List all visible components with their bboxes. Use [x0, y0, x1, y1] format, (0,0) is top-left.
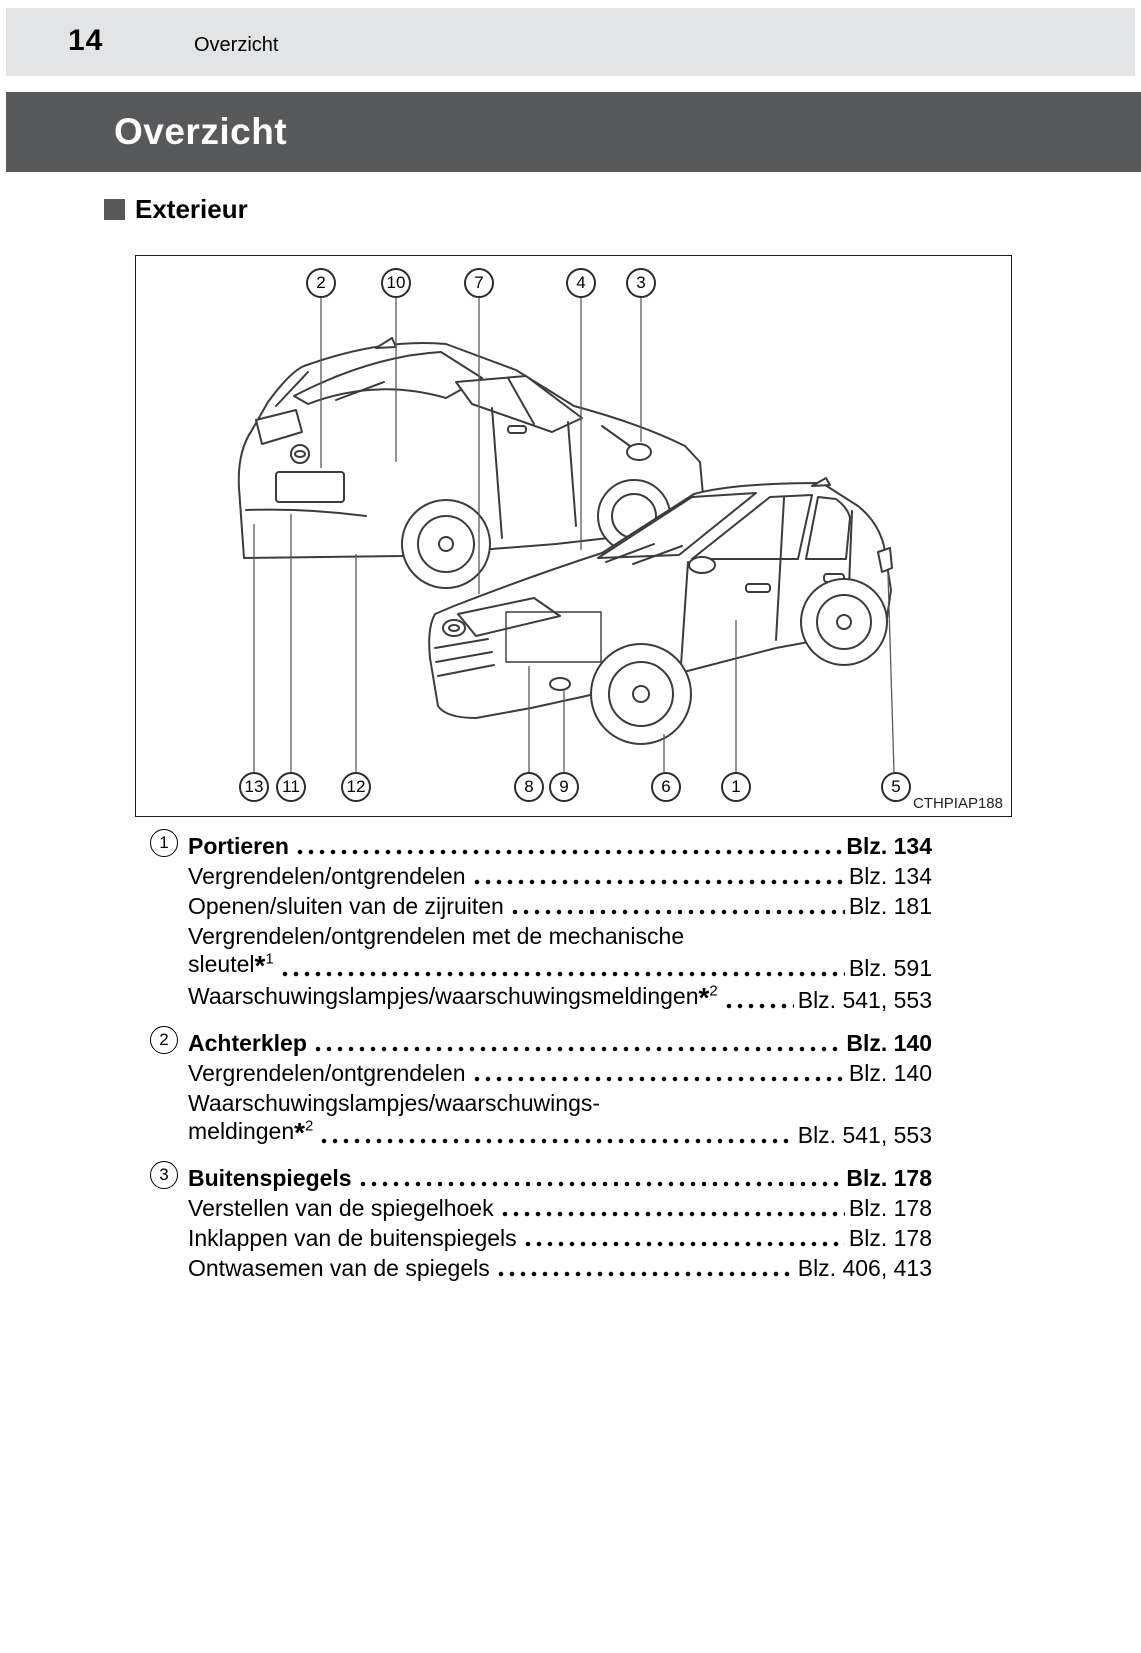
dot-leader: [321, 1138, 794, 1144]
callout-badge-8: 8: [514, 772, 544, 802]
dot-leader: [314, 1046, 843, 1052]
toc-heading-row: 1 Portieren Blz. 134: [150, 826, 932, 860]
entry-text-wrap: Waarschuwingslampjes/waarschuwingsmeldin…: [188, 982, 718, 1014]
entry-text: Openen/sluiten van de zijruiten: [188, 893, 504, 919]
callout-badge-7: 7: [464, 268, 494, 298]
section-heading: Exterieur: [104, 194, 248, 225]
entry-text: meldingen: [188, 1118, 295, 1144]
entry-text: Vergrendelen/ontgrendelen met de mechani…: [188, 923, 685, 949]
entry-page-ref: Blz. 591: [848, 955, 932, 981]
toc-heading-row: 3 Buitenspiegels Blz. 178: [150, 1158, 932, 1192]
entry-text-wrap: sleutel*1: [188, 950, 274, 982]
toc-list: 1 Portieren Blz. 134 Vergrendelen/ontgre…: [150, 826, 932, 1282]
rear-car-drawing: [237, 337, 705, 589]
toc-entry-row: Ontwasemen van de spiegels Blz. 406, 413: [150, 1252, 932, 1282]
toc-entry-row: Verstellen van de spiegelhoek Blz. 178: [150, 1192, 932, 1222]
item-title: Portieren: [188, 833, 289, 859]
callout-badge-1: 1: [721, 772, 751, 802]
callout-badge-5: 5: [881, 772, 911, 802]
section-square-icon: [104, 199, 125, 220]
dot-leader: [359, 1181, 843, 1187]
entry-page-ref: Blz. 541, 553: [797, 987, 932, 1013]
page-number: 14: [68, 24, 104, 57]
entry-text: Verstellen van de spiegelhoek: [188, 1195, 494, 1221]
toc-item-achterklep: 2 Achterklep Blz. 140 Vergrendelen/ontgr…: [150, 1023, 932, 1149]
footnote-asterisk: *: [254, 950, 266, 981]
toc-entry-row: Vergrendelen/ontgrendelen Blz. 140: [150, 1057, 932, 1087]
chapter-title-bar: Overzicht: [6, 92, 1141, 172]
entry-text: Inklappen van de buitenspiegels: [188, 1225, 517, 1251]
item-page-ref: Blz. 134: [846, 833, 932, 859]
item-title: Buitenspiegels: [188, 1165, 352, 1191]
toc-entry-row: Vergrendelen/ontgrendelen Blz. 134: [150, 860, 932, 890]
entry-page-ref: Blz. 134: [848, 863, 932, 889]
toc-item-portieren: 1 Portieren Blz. 134 Vergrendelen/ontgre…: [150, 826, 932, 1014]
item-page-ref: Blz. 178: [846, 1165, 932, 1191]
footnote-number: 2: [709, 982, 718, 1000]
entry-page-ref: Blz. 178: [848, 1225, 932, 1251]
callout-badge-11: 11: [276, 772, 306, 802]
item-title: Achterklep: [188, 1030, 307, 1056]
toc-entry-row: Openen/sluiten van de zijruiten Blz. 181: [150, 890, 932, 920]
dot-leader: [473, 879, 845, 885]
toc-entry-row: meldingen*2 Blz. 541, 553: [150, 1117, 932, 1149]
toc-entry-row: Inklappen van de buitenspiegels Blz. 178: [150, 1222, 932, 1252]
running-header: Overzicht: [194, 34, 279, 56]
chapter-title: Overzicht: [114, 111, 288, 152]
item-number-badge: 2: [150, 1026, 178, 1054]
toc-heading-row: 2 Achterklep Blz. 140: [150, 1023, 932, 1057]
toc-entry-row: sleutel*1 Blz. 591: [150, 950, 932, 982]
dot-leader: [497, 1271, 794, 1277]
dot-leader: [725, 1003, 794, 1009]
callout-badge-9: 9: [549, 772, 579, 802]
entry-text: Ontwasemen van de spiegels: [188, 1255, 490, 1281]
entry-text: Vergrendelen/ontgrendelen: [188, 863, 466, 889]
dot-leader: [524, 1241, 845, 1247]
car-line-art: [237, 298, 895, 773]
item-number-badge: 3: [150, 1161, 178, 1189]
exterior-figure: 2 10 7 4 3 13 11 12 8 9 6 1 5 CTHPIAP188: [135, 255, 1012, 817]
callout-badge-3: 3: [626, 268, 656, 298]
figure-code: CTHPIAP188: [912, 795, 1003, 812]
callout-badge-4: 4: [566, 268, 596, 298]
entry-text: Waarschuwingslampjes/waarschuwings-: [188, 1090, 601, 1116]
footnote-asterisk: *: [698, 982, 710, 1013]
toc-item-buitenspiegels: 3 Buitenspiegels Blz. 178 Verstellen van…: [150, 1158, 932, 1282]
callout-badge-6: 6: [651, 772, 681, 802]
callout-badge-13: 13: [239, 772, 269, 802]
footnote-number: 2: [305, 1117, 314, 1135]
dot-leader: [501, 1211, 845, 1217]
dot-leader: [296, 849, 843, 855]
callout-badge-2: 2: [306, 268, 336, 298]
dot-leader: [511, 909, 845, 915]
entry-page-ref: Blz. 406, 413: [797, 1255, 932, 1281]
item-number-badge: 1: [150, 829, 178, 857]
entry-text: sleutel: [188, 951, 255, 977]
dot-leader: [281, 971, 845, 977]
entry-page-ref: Blz. 181: [848, 893, 932, 919]
entry-page-ref: Blz. 178: [848, 1195, 932, 1221]
entry-page-ref: Blz. 140: [848, 1060, 932, 1086]
dot-leader: [473, 1076, 845, 1082]
entry-text: Waarschuwingslampjes/waarschuwingsmeldin…: [188, 983, 699, 1009]
front-car-drawing: [428, 477, 893, 745]
callout-badge-12: 12: [341, 772, 371, 802]
footnote-number: 1: [265, 950, 274, 968]
callout-leader-lines: [253, 298, 895, 773]
page-header: 14 Overzicht: [6, 8, 1135, 76]
toc-entry-row-wrap: Waarschuwingslampjes/waarschuwings-: [150, 1087, 932, 1117]
entry-text-wrap: meldingen*2: [188, 1117, 313, 1149]
footnote-asterisk: *: [294, 1117, 306, 1148]
callout-badge-10: 10: [381, 268, 411, 298]
section-title: Exterieur: [135, 194, 248, 224]
item-page-ref: Blz. 140: [846, 1030, 932, 1056]
entry-page-ref: Blz. 541, 553: [797, 1122, 932, 1148]
entry-text: Vergrendelen/ontgrendelen: [188, 1060, 466, 1086]
toc-entry-row-wrap: Vergrendelen/ontgrendelen met de mechani…: [150, 920, 932, 950]
toc-entry-row: Waarschuwingslampjes/waarschuwingsmeldin…: [150, 982, 932, 1014]
